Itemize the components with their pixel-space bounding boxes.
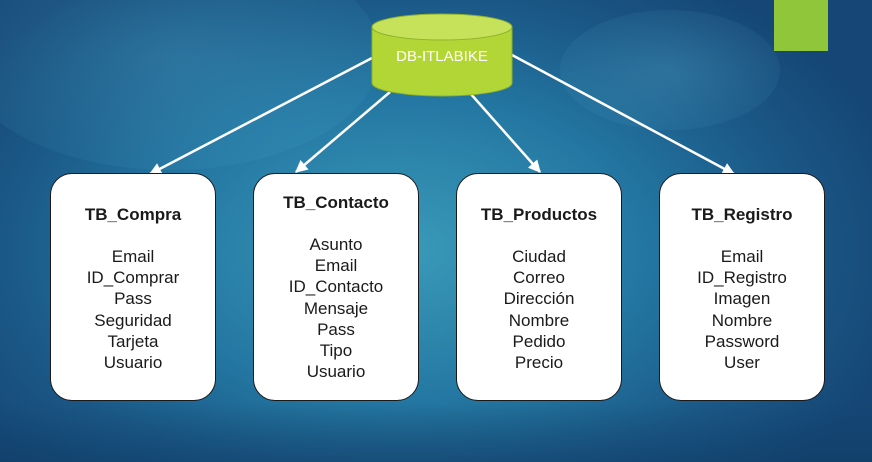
table-field: Usuario (103, 353, 163, 373)
database-cylinder (371, 13, 513, 97)
table-card-tb-productos: TB_Productos Ciudad Correo Dirección Nom… (456, 173, 622, 401)
table-card-tb-compra: TB_Compra Email ID_Comprar Pass Segurida… (50, 173, 216, 401)
table-field: Correo (513, 268, 565, 288)
table-field: ID_Registro (697, 268, 787, 288)
table-field: Imagen (713, 289, 771, 309)
table-field: User (724, 353, 760, 373)
table-field: Dirección (503, 289, 575, 309)
table-field: Nombre (711, 310, 773, 330)
table-field: Ciudad (512, 247, 566, 266)
table-title: TB_Compra (84, 205, 182, 224)
table-field: Pedido (512, 331, 566, 351)
table-field: Usuario (306, 362, 366, 382)
table-field-list: Email ID_Registro Imagen Nombre Password… (660, 246, 824, 373)
table-title: TB_Productos (480, 205, 598, 224)
table-field: Pass (317, 319, 355, 339)
table-field: Mensaje (303, 298, 369, 318)
table-field-list: Email ID_Comprar Pass Seguridad Tarjeta … (51, 246, 215, 373)
table-card-tb-registro: TB_Registro Email ID_Registro Imagen Nom… (659, 173, 825, 401)
arrow-to-tb-productos (469, 92, 541, 173)
table-field: Seguridad (94, 310, 172, 330)
table-field: Precio (514, 353, 564, 373)
bottom-shade (0, 402, 872, 462)
database-label: DB-ITLABIKE (396, 48, 488, 65)
arrow-to-tb-contacto (295, 91, 391, 173)
table-field: ID_Contacto (288, 277, 384, 297)
table-field: Email (720, 247, 764, 266)
arrow-to-tb-compra (148, 56, 373, 176)
table-field: Email (314, 256, 358, 276)
table-field: Tarjeta (107, 331, 159, 351)
accent-square (774, 0, 828, 51)
table-title: TB_Registro (691, 205, 793, 224)
arrow-to-tb-registro (511, 53, 736, 176)
table-card-tb-contacto: TB_Contacto Asunto Email ID_Contacto Men… (253, 173, 419, 401)
table-field: Password (704, 331, 780, 351)
background-glow-right (560, 10, 780, 130)
table-field: ID_Comprar (86, 268, 180, 288)
table-field-list: Asunto Email ID_Contacto Mensaje Pass Ti… (254, 234, 418, 382)
table-field: Pass (114, 289, 152, 309)
table-title: TB_Contacto (283, 193, 389, 212)
table-field: Nombre (508, 310, 570, 330)
table-field: Tipo (319, 341, 353, 361)
table-field: Email (111, 247, 155, 266)
table-field: Asunto (309, 235, 363, 254)
table-field-list: Ciudad Correo Dirección Nombre Pedido Pr… (457, 246, 621, 373)
